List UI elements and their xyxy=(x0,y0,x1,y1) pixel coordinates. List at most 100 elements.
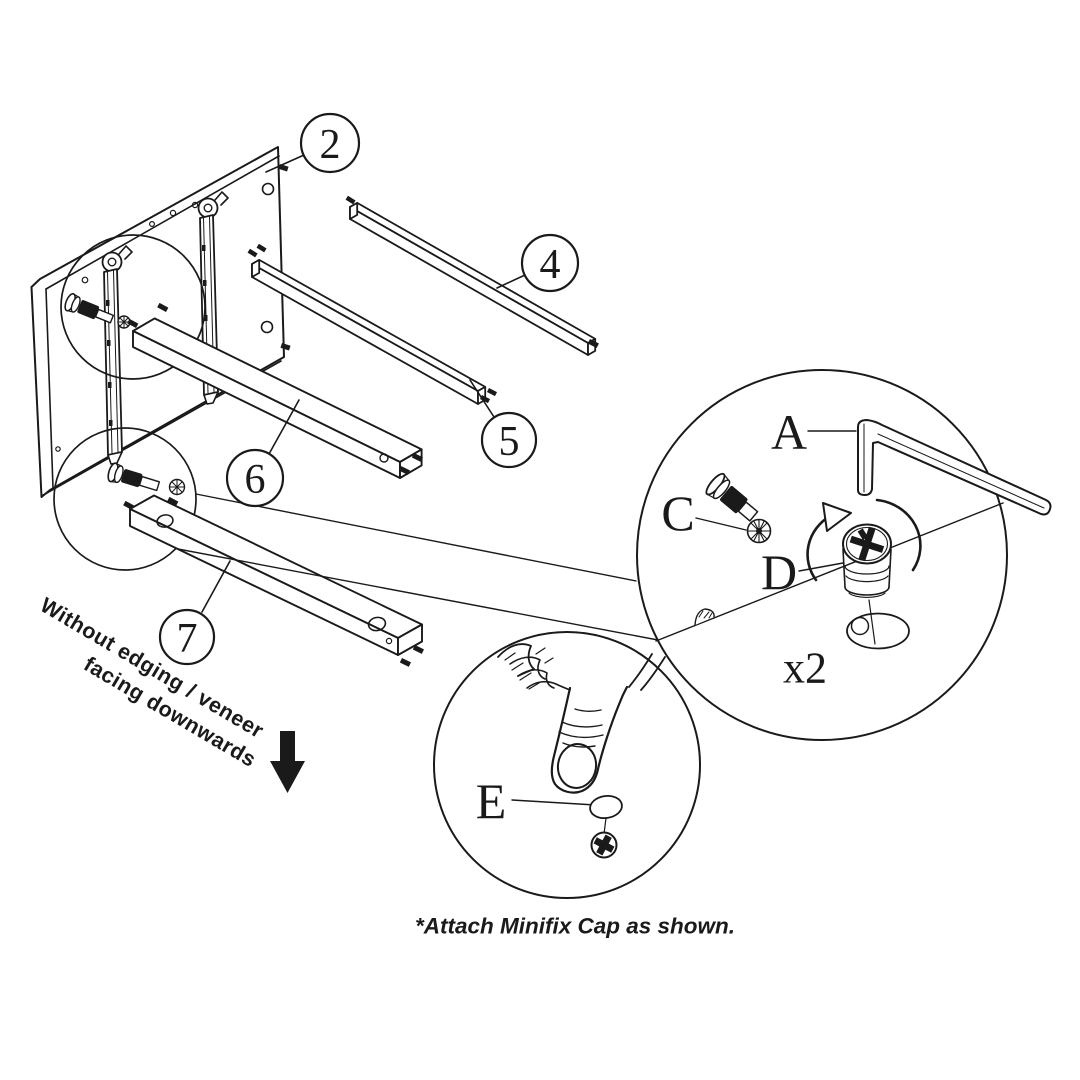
callout-circle xyxy=(158,608,216,666)
cam-bolt-icon xyxy=(705,472,772,544)
cam-slot-bar xyxy=(858,526,876,562)
bolt-shank xyxy=(94,308,115,324)
thumbnail xyxy=(556,743,598,789)
leader-4 xyxy=(496,274,526,289)
slide-hook xyxy=(118,245,133,260)
panel-pilot-hole xyxy=(149,221,156,228)
slide-notch xyxy=(109,420,113,426)
allen-key-icon xyxy=(857,419,1052,516)
cam-top-slot xyxy=(596,834,612,856)
plank-cam-hole xyxy=(156,514,174,528)
cap-side-view xyxy=(589,794,623,820)
drawer-slide-left xyxy=(101,245,133,465)
cap-to-cam-line xyxy=(603,817,607,835)
cam-bolt-label: C xyxy=(661,485,694,541)
cam-lock-icon xyxy=(842,523,910,650)
knuckle-fold xyxy=(509,656,571,691)
part-top-rail xyxy=(345,195,599,356)
bolt-tip-spokes xyxy=(118,316,130,328)
knuckle-hatch xyxy=(504,647,554,690)
callout-2: 2 xyxy=(299,112,361,174)
callout-number: 6 xyxy=(245,457,266,503)
rotation-arc-right xyxy=(875,498,922,572)
dowel-pin xyxy=(412,645,424,654)
link-line-lower xyxy=(177,548,659,641)
panel-top-edge-inner xyxy=(45,155,280,290)
plank-cam-hole xyxy=(367,616,387,632)
shelf-end-hole xyxy=(379,453,389,463)
panel-hole xyxy=(260,320,274,334)
callout-4: 4 xyxy=(520,233,580,293)
dowel-pin xyxy=(479,395,491,404)
hardware-detail-view: A C D xyxy=(636,369,1052,741)
cam-bolt-thread xyxy=(720,486,748,514)
link-line-upper xyxy=(195,493,637,582)
dowel-pin xyxy=(486,388,498,397)
slide-notch xyxy=(202,245,206,251)
slide-notch xyxy=(108,382,112,388)
leader-5 xyxy=(469,379,495,418)
cam-top-rim xyxy=(845,526,889,562)
dowel-pin xyxy=(411,453,423,462)
magnified-panel-edge xyxy=(655,502,1004,642)
bolt-tip-spokes xyxy=(169,479,185,495)
cam-bolt-leader xyxy=(695,517,747,531)
slide-notch xyxy=(107,340,111,346)
rail-top-face xyxy=(251,258,487,392)
cam-body-sides xyxy=(842,548,892,588)
cam-lock-leader xyxy=(798,562,844,572)
minifix-cap-icon xyxy=(589,794,623,859)
slide-roller xyxy=(197,197,219,219)
allen-key-facet xyxy=(863,423,1045,509)
panel-left-edge-inner xyxy=(45,288,54,489)
quantity-label: x2 xyxy=(783,644,827,693)
slide-notch xyxy=(204,315,208,321)
slide-notch xyxy=(106,300,110,306)
cam-to-hole-line xyxy=(868,599,876,645)
callout-number: 5 xyxy=(499,419,520,465)
callout-number: 7 xyxy=(177,616,198,662)
dowel-pin xyxy=(167,496,179,506)
leader-2 xyxy=(265,154,305,173)
slide-roller-axle xyxy=(203,203,213,213)
bolt-flange xyxy=(70,296,81,313)
callout-leaders xyxy=(201,154,526,613)
bump-hatch xyxy=(698,610,713,619)
installed-cam-bolt-lower xyxy=(107,462,186,496)
part-front-rail xyxy=(247,243,498,405)
magnifier-link-lines xyxy=(177,493,659,641)
bolt-flange xyxy=(113,465,124,484)
panel-pilot-hole xyxy=(169,209,177,217)
cam-lock-label: D xyxy=(761,544,797,600)
cam-bolt-tip-center xyxy=(756,528,762,534)
cap-detail-view: E xyxy=(433,631,701,899)
slide-hook xyxy=(214,191,229,206)
allen-key-label: A xyxy=(771,404,807,460)
panel-cam-hole xyxy=(846,612,910,650)
callout-5: 5 xyxy=(480,411,538,469)
callout-circle xyxy=(225,448,285,508)
cam-body-grooves xyxy=(844,565,890,583)
hand-edge xyxy=(628,653,666,691)
rail-left-end-face xyxy=(349,201,359,220)
detail-circle-upper xyxy=(60,234,206,380)
rail-left-end-face xyxy=(251,258,261,278)
plank-pilot-hole xyxy=(385,637,393,645)
cap-label: E xyxy=(476,773,507,829)
cam-bolt-flange xyxy=(712,479,731,500)
dowel-pin xyxy=(127,318,139,328)
down-arrow-icon xyxy=(270,731,305,793)
callout-7: 7 xyxy=(158,608,216,666)
bolt-shank xyxy=(138,475,161,492)
cam-body-bottom xyxy=(844,586,890,596)
detail-circle-lower xyxy=(53,427,197,571)
hardware-detail-circle xyxy=(636,369,1008,741)
callout-number: 2 xyxy=(320,122,341,168)
panel-bolt-hole xyxy=(850,616,870,636)
plank-end-face xyxy=(397,623,423,656)
dowel-pin xyxy=(247,248,258,258)
cam-body-bottom-rim xyxy=(848,592,886,599)
panel-pilot-hole xyxy=(55,446,61,452)
